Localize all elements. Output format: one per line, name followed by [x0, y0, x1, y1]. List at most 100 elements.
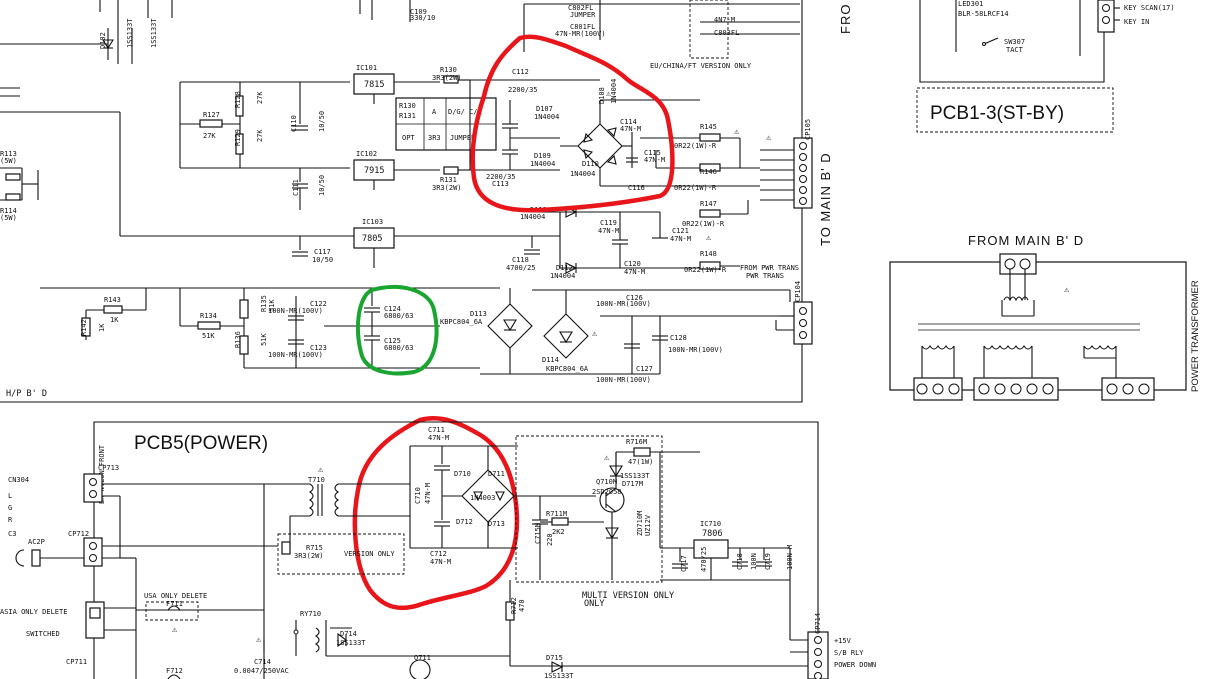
svg-text:C115: C115 — [644, 149, 661, 157]
standby-panel: KEY SCAN(17) KEY IN LED301 BLR-58LRCF14 … — [916, 0, 1175, 133]
svg-text:⚠: ⚠ — [318, 465, 323, 475]
standby-pin-1: KEY IN — [1124, 18, 1149, 26]
svg-text:0.0047/250VAC: 0.0047/250VAC — [234, 667, 289, 675]
svg-text:100N-MR(100V): 100N-MR(100V) — [668, 346, 723, 354]
svg-text:1SS133T: 1SS133T — [126, 18, 134, 48]
svg-text:4700/25: 4700/25 — [506, 264, 536, 272]
cn304-label: CN304 — [8, 476, 29, 484]
svg-text:D710: D710 — [454, 470, 471, 478]
svg-text:47N-M: 47N-M — [424, 483, 432, 504]
svg-text:R712: R712 — [510, 597, 518, 614]
svg-text:D714: D714 — [340, 630, 357, 638]
to-main-label: TO MAIN B' D — [818, 152, 833, 246]
svg-text:47N-M: 47N-M — [644, 156, 665, 164]
switched-label: SWITCHED — [26, 630, 60, 638]
cn304-pin-1: G — [8, 504, 12, 512]
bridge-d107-d110: C112 2200/35 2200/35 C113 D107 1N4004 D1… — [469, 68, 665, 192]
svg-text:1N4003: 1N4003 — [470, 494, 495, 502]
svg-text:KBPC804_6A: KBPC804_6A — [440, 318, 483, 326]
svg-text:470/25: 470/25 — [700, 547, 708, 572]
svg-text:1SS133T: 1SS133T — [620, 472, 650, 480]
svg-text:C120: C120 — [624, 260, 641, 268]
svg-text:R143: R143 — [104, 296, 121, 304]
ic101-ref: IC101 — [356, 64, 377, 72]
svg-text:C113: C113 — [492, 180, 509, 188]
ic103-part: 7805 — [362, 234, 382, 244]
svg-text:100N-MR(100V): 100N-MR(100V) — [596, 376, 651, 384]
svg-text:⚠: ⚠ — [734, 127, 739, 137]
power-title: PCB5(POWER) — [134, 433, 268, 454]
cp105-label: CP105 — [804, 119, 812, 140]
svg-text:⚠: ⚠ — [592, 329, 597, 339]
svg-text:⚠: ⚠ — [604, 453, 609, 463]
svg-text:1SS133T: 1SS133T — [544, 672, 574, 679]
opt-cell-5: 3R3 — [428, 134, 441, 142]
svg-text:10/50: 10/50 — [312, 256, 333, 264]
svg-text:F711: F711 — [166, 600, 183, 608]
svg-text:47N-M: 47N-M — [670, 235, 691, 243]
opt-cell-3: D/G/ C/K — [448, 108, 483, 116]
svg-text:1N4004: 1N4004 — [520, 213, 545, 221]
svg-text:Q711: Q711 — [414, 654, 431, 662]
bridge-d114: D114 KBPC804_6A ⚠ — [532, 289, 790, 373]
svg-text:ZD710M: ZD710M — [636, 511, 644, 536]
svg-text:R142: R142 — [80, 319, 88, 336]
option-table: R130 R131 A D/G/ C/K OPT 3R3 JUMPER — [395, 97, 497, 151]
front-label: FRO — [838, 4, 853, 34]
svg-text:1N4004: 1N4004 — [530, 160, 555, 168]
svg-text:R130: R130 — [440, 66, 457, 74]
svg-text:27K: 27K — [203, 132, 216, 140]
svg-text:10/50: 10/50 — [318, 111, 326, 132]
connector-cp714: CP714 +15V S/B RLY POWER DOWN — [807, 613, 876, 679]
svg-text:100N-MR(100V): 100N-MR(100V) — [596, 300, 651, 308]
svg-text:PWR TRANS: PWR TRANS — [746, 272, 784, 280]
svg-text:D713: D713 — [488, 520, 505, 528]
svg-text:3R3(2W): 3R3(2W) — [294, 552, 324, 560]
svg-text:R145: R145 — [700, 123, 717, 131]
svg-text:C112: C112 — [512, 68, 529, 76]
svg-text:100N-MR(100V): 100N-MR(100V) — [268, 351, 323, 359]
svg-text:1N4004: 1N4004 — [534, 113, 559, 121]
cp711-label: CP711 — [66, 658, 87, 666]
svg-text:C122: C122 — [310, 300, 327, 308]
green-highlight-c124 — [355, 284, 439, 376]
svg-text:6800/63: 6800/63 — [384, 312, 414, 320]
svg-text:JUMPER: JUMPER — [570, 11, 596, 19]
svg-text:ONLY: ONLY — [584, 599, 604, 609]
svg-text:R711M: R711M — [546, 510, 567, 518]
svg-text:47N-M: 47N-M — [624, 268, 645, 276]
svg-text:R131: R131 — [440, 176, 457, 184]
diode-d102: D102 1SS133T 1SS133T — [99, 18, 158, 60]
svg-text:C715M: C715M — [534, 523, 542, 544]
svg-text:C719: C719 — [764, 553, 772, 570]
svg-text:⚠: ⚠ — [766, 133, 771, 143]
svg-text:D110: D110 — [582, 160, 599, 168]
svg-text:470: 470 — [518, 599, 526, 612]
svg-text:10/50: 10/50 — [318, 175, 326, 196]
opt-cell-6: JUMPER — [450, 134, 476, 142]
svg-text:C803FL: C803FL — [714, 29, 739, 37]
svg-text:C117: C117 — [314, 248, 331, 256]
led-ref: LED301 — [958, 0, 983, 8]
red-highlight-power-bridge — [352, 415, 520, 611]
svg-text:0R22(1W)-R: 0R22(1W)-R — [674, 142, 717, 150]
eu-china-note: EU/CHINA/FT VERSION ONLY — [650, 62, 752, 70]
ic102-part: 7915 — [364, 166, 384, 176]
svg-text:3R3(2W): 3R3(2W) — [432, 184, 462, 192]
svg-text:2K2: 2K2 — [552, 528, 565, 536]
svg-text:0R22(1W)-R: 0R22(1W)-R — [682, 220, 725, 228]
svg-text:UZ12V: UZ12V — [644, 514, 652, 536]
svg-text:47(1W): 47(1W) — [628, 458, 653, 466]
svg-text:Q710M: Q710M — [596, 478, 617, 486]
red-highlight-bridge — [470, 34, 675, 213]
svg-text:47N-M: 47N-M — [430, 558, 451, 566]
led-part: BLR-58LRCF14 — [958, 10, 1009, 18]
svg-text:D112: D112 — [556, 264, 573, 272]
svg-text:100N-MR(100V): 100N-MR(100V) — [268, 307, 323, 315]
hp-board: H/P B' D C109 330/10 C802FL JUMPER C801F… — [0, 0, 833, 403]
svg-text:(5W): (5W) — [0, 214, 17, 222]
svg-text:R113: R113 — [0, 150, 17, 158]
from-pwr-trans: FROM PWR TRANS — [740, 264, 799, 272]
svg-text:2200/35: 2200/35 — [508, 86, 538, 94]
svg-text:R146: R146 — [700, 168, 717, 176]
